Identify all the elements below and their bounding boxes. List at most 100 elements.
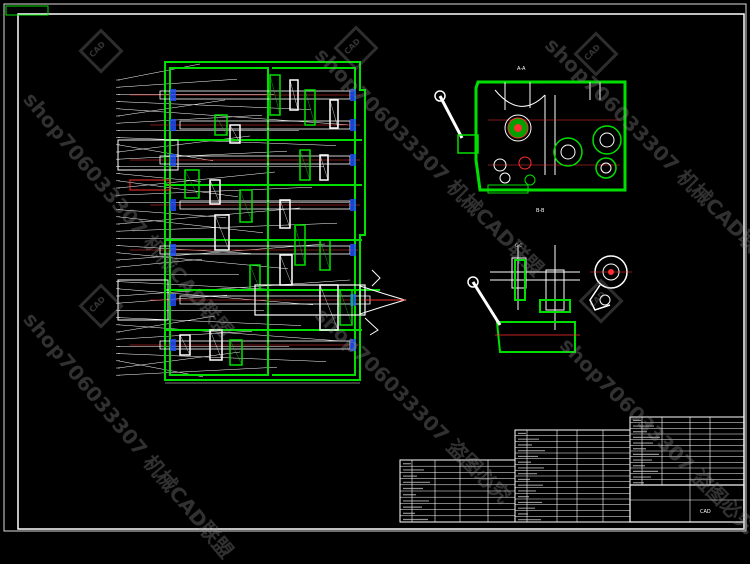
cad-drawing-canvas[interactable]: A-A [0, 0, 750, 535]
spindle-nose [359, 269, 407, 336]
bearing [170, 294, 176, 306]
leader-line [117, 171, 276, 189]
mid-section-housing [495, 259, 576, 353]
gear-block [289, 79, 299, 111]
bearing [170, 89, 176, 101]
gear-block [299, 149, 311, 181]
title-cell [629, 484, 745, 523]
gear-block [214, 214, 230, 251]
leader-line [117, 150, 288, 160]
gear-hatch [229, 339, 243, 366]
gear-hatch [319, 154, 329, 181]
gear-block [304, 89, 316, 126]
leader-line [117, 207, 301, 225]
section-view-middle-right[interactable]: C-C [467, 243, 632, 353]
leader-line [117, 281, 277, 290]
gear-block [209, 329, 223, 361]
leader-line [117, 101, 312, 110]
section-label-a: A-A [517, 66, 526, 72]
gear-block [184, 169, 200, 199]
section-internal-lines [488, 82, 620, 175]
leader-line [117, 78, 238, 88]
leader-line [117, 216, 264, 234]
gear-hatch [304, 89, 316, 126]
bearing [170, 119, 176, 131]
main-gearbox-section[interactable] [116, 61, 407, 384]
spring-coil [129, 179, 171, 191]
gear-block [269, 74, 281, 116]
inner-border [17, 13, 745, 530]
gear-hatch [214, 214, 230, 251]
section-gears [487, 114, 622, 194]
gear-hatch [289, 79, 299, 111]
gear-hatch [229, 124, 241, 144]
gear-block [339, 289, 353, 326]
bearing [350, 244, 356, 256]
section-label-b: B-B [536, 208, 545, 214]
gear-hatch [269, 74, 281, 116]
leader-line [117, 63, 201, 81]
gear-hatch [279, 199, 291, 229]
gear-block [294, 224, 306, 266]
leader-line [117, 114, 263, 124]
gear-hatch [209, 179, 221, 205]
leader-line [117, 173, 202, 182]
wheel-view [589, 255, 632, 311]
gear-block [229, 124, 241, 144]
bearing [350, 294, 356, 306]
output-shaft-housing [117, 279, 169, 321]
gear-hatch [299, 149, 311, 181]
leader-line [117, 180, 239, 198]
gear-hatch [214, 114, 228, 136]
gear-hatch [279, 254, 293, 286]
gear-hatch [209, 329, 223, 361]
bearing [170, 154, 176, 166]
bearing [350, 89, 356, 101]
bearing [350, 119, 356, 131]
gear-group [117, 74, 366, 366]
outer-frame [3, 3, 747, 532]
title-block[interactable]: CAD [399, 416, 745, 523]
bearing [170, 339, 176, 351]
gear-hatch [239, 189, 253, 223]
gear-block [319, 239, 331, 271]
gear-hatch [179, 334, 191, 356]
gear-block [214, 114, 228, 136]
leader-line [117, 252, 289, 270]
leader-lines [116, 63, 351, 378]
gear-hatch [329, 99, 339, 129]
mid-section-lines [490, 245, 580, 330]
mid-section-lever [467, 276, 502, 326]
corner-stamp [5, 5, 49, 16]
gear-block [209, 179, 221, 205]
leader-line [117, 243, 326, 261]
leader-line [117, 317, 302, 326]
section-label-c: C-C [515, 243, 522, 248]
leader-line [117, 315, 216, 333]
bearing [350, 199, 356, 211]
gear-block [179, 334, 191, 356]
section-view-top-right[interactable]: A-A [434, 66, 627, 214]
shift-lever [434, 90, 479, 154]
gear-block [279, 199, 291, 229]
leader-line [117, 279, 351, 297]
gear-hatch [319, 239, 331, 271]
section-housing [474, 80, 627, 192]
bearing [170, 244, 176, 256]
bearing [350, 339, 356, 351]
leader-line [117, 258, 203, 268]
gear-hatch [294, 224, 306, 266]
input-shaft-housing [117, 139, 179, 171]
gear-block [239, 189, 253, 223]
gear-block [329, 99, 339, 129]
bearing [350, 154, 356, 166]
gear-hatch [249, 264, 261, 291]
leader-line [117, 186, 313, 196]
gearbox-housing [164, 61, 380, 381]
gear-hatch [319, 284, 339, 331]
title-cell-text: CAD [700, 509, 711, 515]
leader-line [117, 366, 278, 376]
gear-hatch [339, 289, 353, 326]
bearing [170, 199, 176, 211]
leader-line [117, 245, 252, 254]
